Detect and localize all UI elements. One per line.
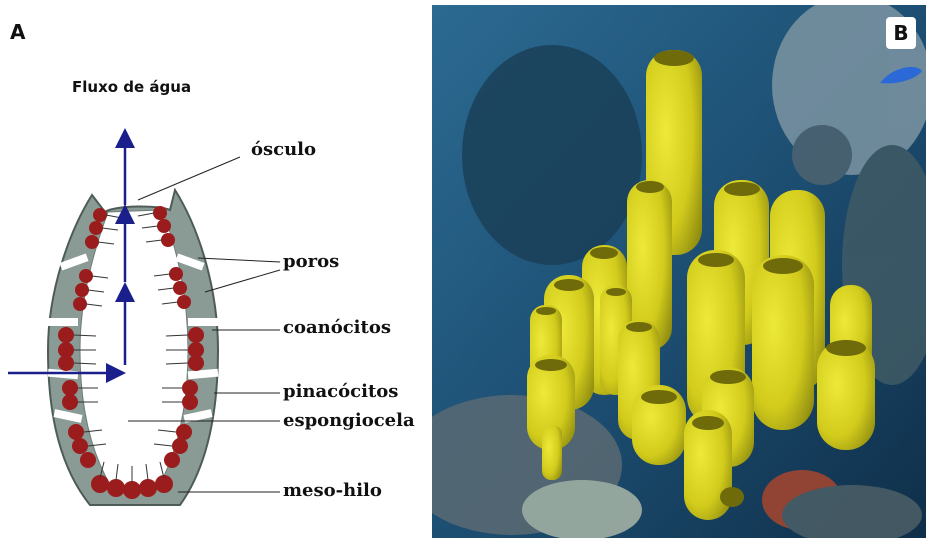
label-meso-hilo: meso-hilo (283, 480, 382, 501)
panel-a: A Fluxo de água ósculo poros coanócitos … (0, 0, 428, 539)
panel-letter-a: A (10, 20, 25, 44)
label-espongiocela: espongiocela (283, 410, 415, 431)
water-flow-title: Fluxo de água (72, 78, 191, 96)
panel-b-sponge-photo: B (432, 5, 926, 538)
panel-letter-b: B (893, 21, 908, 45)
label-coanocitos: coanócitos (283, 317, 391, 338)
label-poros: poros (283, 251, 339, 272)
sponge-photo (432, 5, 926, 538)
label-pinacocitos: pinacócitos (283, 381, 398, 402)
sponge-diagram (0, 0, 428, 539)
label-osculo: ósculo (251, 139, 316, 160)
panel-letter-b-badge: B (886, 17, 916, 49)
